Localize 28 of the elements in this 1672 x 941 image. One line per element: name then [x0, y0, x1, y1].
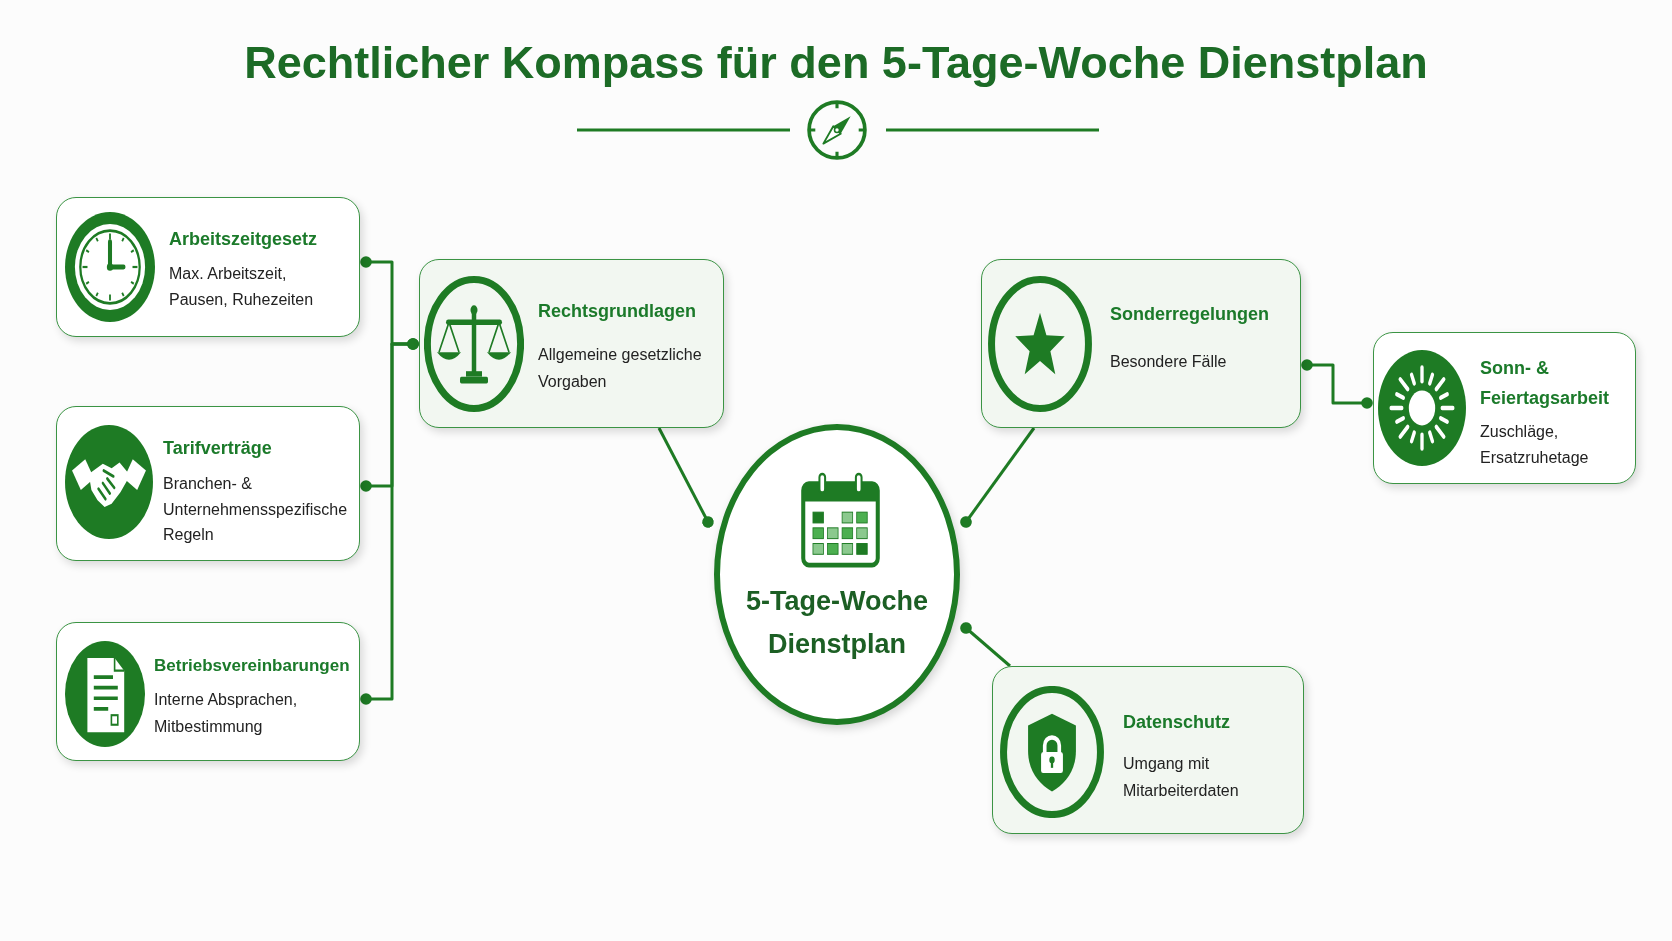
hub-title: 5-Tage-Woche Dienstplan	[745, 585, 929, 661]
topic-card	[992, 666, 1304, 834]
card-heading: Sonn- & Feiertagsarbeit	[1480, 357, 1611, 410]
card-description: Umgang mit Mitarbeiterdaten	[1123, 754, 1240, 801]
card-description: Max. Arbeitszeit, Pausen, Ruhezeiten	[169, 264, 315, 310]
topic-card	[56, 197, 360, 337]
topic-card	[56, 406, 360, 561]
topic-card	[981, 259, 1301, 428]
diagram-title: Rechtlicher Kompass für den 5-Tage-Woche Dienstplan	[244, 37, 1428, 88]
connector-line	[1301, 359, 1373, 409]
card-heading: Arbeitszeitgesetz	[169, 228, 318, 250]
topic-card	[419, 259, 724, 428]
topic-card	[1373, 332, 1636, 484]
card-heading: Datenschutz	[1123, 711, 1230, 733]
card-heading: Betriebsvereinbarungen	[154, 655, 350, 677]
card-heading: Tarifverträge	[163, 437, 272, 459]
connector-line	[360, 338, 419, 705]
card-heading: Rechtsgrundlagen	[538, 300, 697, 322]
card-description: Branchen- & Unternehmensspezifische Regeln	[163, 474, 349, 545]
connector-line	[960, 427, 1036, 528]
card-description: Besondere Fälle	[1110, 352, 1227, 372]
topic-card	[56, 622, 360, 761]
connector-line	[657, 427, 714, 528]
card-heading: Sonderregelungen	[1110, 303, 1270, 325]
connector-line	[960, 622, 1011, 668]
card-description: Interne Absprachen, Mitbestimmung	[154, 690, 299, 737]
card-description: Zuschläge, Ersatzruhetage	[1480, 422, 1590, 468]
card-description: Allgemeine gesetzliche Vorgaben	[538, 345, 703, 392]
